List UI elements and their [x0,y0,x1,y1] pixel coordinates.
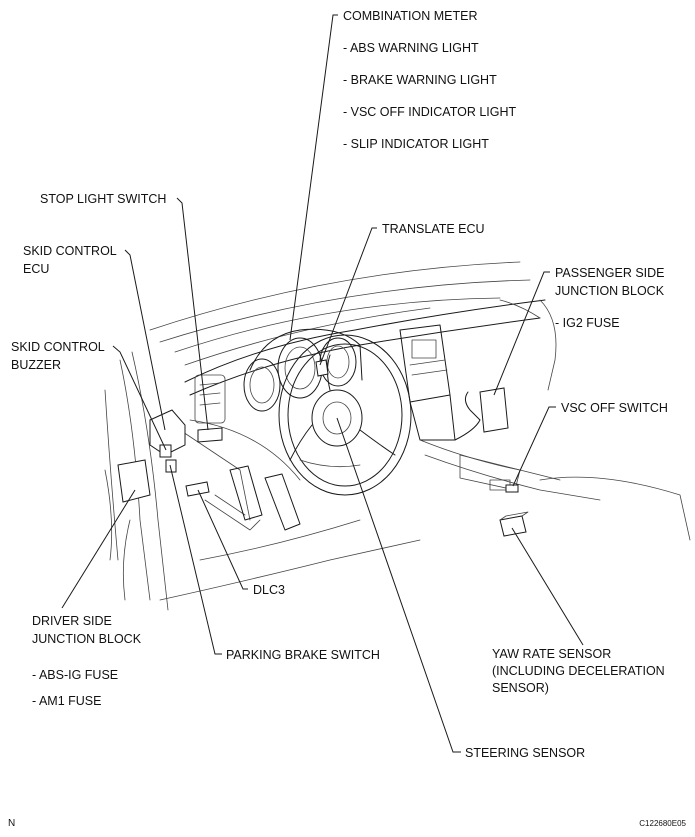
dlc3-shape [185,481,210,497]
skid-control-buzzer-shape [159,444,172,458]
vsc-off-switch-shape [505,484,519,493]
label-driver-jb-line2: JUNCTION BLOCK [32,632,142,646]
translate-ecu-shape [315,359,329,377]
label-brake-warning-light: - BRAKE WARNING LIGHT [343,73,497,87]
label-abs-warning-light: - ABS WARNING LIGHT [343,41,479,55]
steering-wheel-drawing [278,334,412,496]
figure-id: C122680E05 [639,819,686,828]
label-passenger-jb-line1: PASSENGER SIDE [555,266,665,280]
label-yaw-rate-sensor-line3: SENSOR) [492,681,549,695]
label-am1-fuse: - AM1 FUSE [32,694,101,708]
label-yaw-rate-sensor-line1: YAW RATE SENSOR [492,647,611,661]
label-combination-meter: COMBINATION METER [343,9,478,23]
label-skid-control-buzzer-line2: BUZZER [11,358,61,372]
vehicle-interior-drawing [104,261,691,611]
label-stop-light-switch: STOP LIGHT SWITCH [40,192,166,206]
skid-control-ecu-shape [149,409,186,456]
corner-mark: N [8,818,15,829]
driver-side-junction-block-shape [117,459,151,503]
label-yaw-rate-sensor-line2: (INCLUDING DECELERATION [492,664,665,678]
label-slip-indicator-light: - SLIP INDICATOR LIGHT [343,137,489,151]
parking-brake-switch-shape [165,459,177,473]
label-vsc-off-switch: VSC OFF SWITCH [561,401,668,415]
label-dlc3: DLC3 [253,583,285,597]
components [117,359,529,537]
label-ig2-fuse: - IG2 FUSE [555,316,620,330]
label-abs-ig-fuse: - ABS-IG FUSE [32,668,118,682]
yaw-rate-sensor-shape [499,515,527,537]
label-parking-brake-switch: PARKING BRAKE SWITCH [226,648,380,662]
label-skid-control-ecu-line1: SKID CONTROL [23,244,117,258]
label-skid-control-ecu-line2: ECU [23,262,49,276]
label-translate-ecu: TRANSLATE ECU [382,222,485,236]
label-steering-sensor: STEERING SENSOR [465,746,585,760]
label-driver-jb-line1: DRIVER SIDE [32,614,112,628]
labels: COMBINATION METER - ABS WARNING LIGHT - … [8,9,687,829]
label-passenger-jb-line2: JUNCTION BLOCK [555,284,665,298]
label-vsc-off-indicator-light: - VSC OFF INDICATOR LIGHT [343,105,517,119]
stop-light-switch-shape [197,427,223,443]
leader-lines [61,14,584,753]
label-skid-control-buzzer-line1: SKID CONTROL [11,340,105,354]
